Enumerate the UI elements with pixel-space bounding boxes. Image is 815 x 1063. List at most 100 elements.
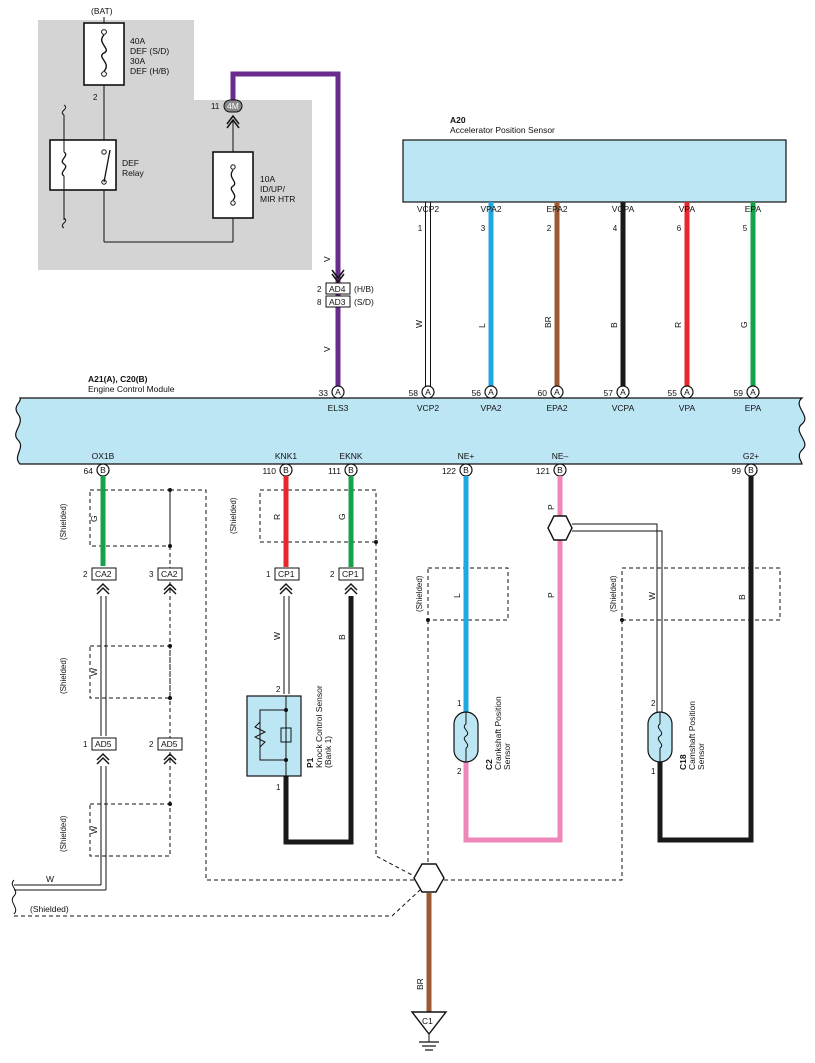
ground-icon (419, 1034, 439, 1051)
ecm-top-conn-els3: A (335, 387, 341, 397)
knock-sensor-body (246, 695, 302, 777)
ecm-top-name-epa: EPA (745, 403, 762, 413)
a20-pin-name-vcpa: VCPA (612, 204, 635, 214)
a20-wire-color-epa: G (739, 321, 749, 328)
ecm-bottom-pins: OX1BB64KNK1B110EKNKB111NE+B122NE–B121G2+… (84, 451, 759, 477)
purple-wire (230, 71, 341, 386)
ecm-bottom-num-ne-minus: 121 (536, 466, 550, 476)
connector-ca2-a-label: CA2 (95, 569, 112, 579)
cam-sensor-name-1: Camshaft Position (687, 701, 697, 770)
knock-color-b: B (337, 634, 347, 640)
ox-bus-shield: (Shielded) (30, 904, 69, 914)
connector-ca2-b (157, 567, 183, 581)
ecm-top-num-vpa2: 56 (472, 388, 482, 398)
bat-label: (BAT) (91, 6, 113, 16)
connector-ad4-note: (H/B) (354, 284, 374, 294)
crank-pin-bottom: 2 (457, 767, 462, 776)
fuse-small-label-2: MIR HTR (260, 194, 295, 204)
ecm-bottom-name-eknk: EKNK (339, 451, 362, 461)
cam-shield-label: (Shielded) (609, 575, 618, 612)
ecm-bottom-conn-eknk: B (348, 465, 354, 475)
knock-sensor-id: P1 (305, 757, 315, 768)
connector-4m-pin: 11 (211, 102, 220, 111)
ecm-bottom-num-knk1: 110 (262, 466, 276, 476)
fuse-small-icon (230, 164, 236, 206)
a20-pin-name-epa2: EPA2 (546, 204, 567, 214)
ox1b-circuit: G (Shielded) CA2 2 CA2 3 W (Shielded) AD… (11, 476, 421, 917)
knock-pin-bottom: 1 (276, 783, 281, 792)
connector-4m (223, 99, 243, 113)
a20-wire-color-vcpa: B (609, 322, 619, 328)
ecm-top-pin-epa (746, 385, 760, 399)
relay-coil-icon (61, 104, 67, 229)
a20-wire-color-vpa2: L (477, 323, 487, 328)
fuse-main-pin: 2 (93, 93, 98, 102)
relay-switch-icon (101, 149, 111, 185)
cam-color-w: W (647, 592, 657, 600)
connector-ad5-b (157, 737, 183, 751)
a20-pin-name-epa: EPA (745, 204, 762, 214)
connector-ad5-b-label: AD5 (161, 739, 178, 749)
shield-knock (259, 489, 377, 543)
crank-sensor-name-1: Crankshaft Position (493, 696, 503, 770)
ecm-bottom-conn-g2-plus: B (748, 465, 754, 475)
ecm-bottom-num-eknk: 111 (328, 466, 341, 476)
a20-id: A20 (450, 115, 466, 125)
connector-cp1-a-label: CP1 (278, 569, 295, 579)
connector-ca2-a-pin: 2 (83, 570, 88, 579)
ecm-top-conn-vcpa: A (620, 387, 626, 397)
ox-color-g: G (89, 515, 99, 522)
knock-color-g: G (337, 513, 347, 520)
connector-ad5-a-label: AD5 (95, 739, 112, 749)
a20-pin-num-vcp2: 1 (418, 224, 423, 233)
ground-junction-hex (413, 863, 445, 893)
shield-ox-2 (89, 645, 171, 699)
ecm: A21(A), C20(B) Engine Control Module (15, 374, 806, 465)
wire-break-icon (11, 879, 17, 915)
connector-cp1-b-pin: 2 (330, 570, 335, 579)
cam-pin-top: 2 (651, 699, 656, 708)
knock-sensor-icon (253, 696, 292, 776)
ox-shield-label-1: (Shielded) (59, 503, 68, 540)
ox-bus-color: W (46, 874, 54, 884)
knock-sensor-name-2: (Bank 1) (323, 736, 333, 768)
ecm-bottom-num-g2-plus: 99 (732, 466, 742, 476)
knock-color-r: R (272, 514, 282, 520)
ecm-bottom-name-ox1b: OX1B (92, 451, 115, 461)
connector-ad3-note: (S/D) (354, 297, 374, 307)
ecm-bottom-conn-ox1b: B (100, 465, 106, 475)
ecm-top-pin-epa2 (550, 385, 564, 399)
ground-color-br: BR (415, 978, 425, 990)
ecm-bottom-name-knk1: KNK1 (275, 451, 297, 461)
cam-sensor-id: C18 (678, 754, 688, 770)
a20-sensor: A20 Accelerator Position Sensor (402, 115, 787, 203)
a20-pin-name-vcp2: VCP2 (417, 204, 439, 214)
connector-ca2-a (91, 567, 117, 581)
relay-label-2: Relay (122, 168, 144, 178)
ecm-top-conn-vpa2: A (488, 387, 494, 397)
shield-drain-ox (170, 489, 414, 881)
knock-sensor-name-1: Knock Control Sensor (314, 685, 324, 768)
els-wire-group: 4M 11 V AD4 2 (H/B) AD3 8 (S/D) V (211, 71, 374, 386)
crank-pin-top: 1 (457, 699, 462, 708)
ox-shield-label-3: (Shielded) (59, 815, 68, 852)
ecm-top-pin-vcpa (616, 385, 630, 399)
connector-ad3 (325, 295, 351, 308)
ground-group: BR C1 (410, 863, 448, 1051)
cam-color-b: B (737, 594, 747, 600)
ecm-top-pin-vcp2 (421, 385, 435, 399)
a20-body (402, 139, 787, 203)
knock-black-wire (283, 596, 354, 845)
ecm-top-name-vcp2: VCP2 (417, 403, 439, 413)
crank-sensor-id: C2 (484, 759, 494, 770)
ecm-top-pin-vpa2 (484, 385, 498, 399)
ecm-bottom-name-ne-plus: NE+ (458, 451, 475, 461)
cam-color-p2: P (546, 592, 556, 598)
fuse-small-label-1: ID/UP/ (260, 184, 286, 194)
a20-wire-color-vpa: R (673, 322, 683, 328)
ecm-bottom-conn-ne-plus: B (463, 465, 469, 475)
ecm-body (15, 397, 806, 465)
bat-relay-group: (BAT) 40A DEF (S/D) 30A DEF (H/B) 2 (38, 6, 312, 270)
crank-circuit: (Shielded) L P P 1 2 C2 Crankshaft Posit… (415, 476, 573, 866)
